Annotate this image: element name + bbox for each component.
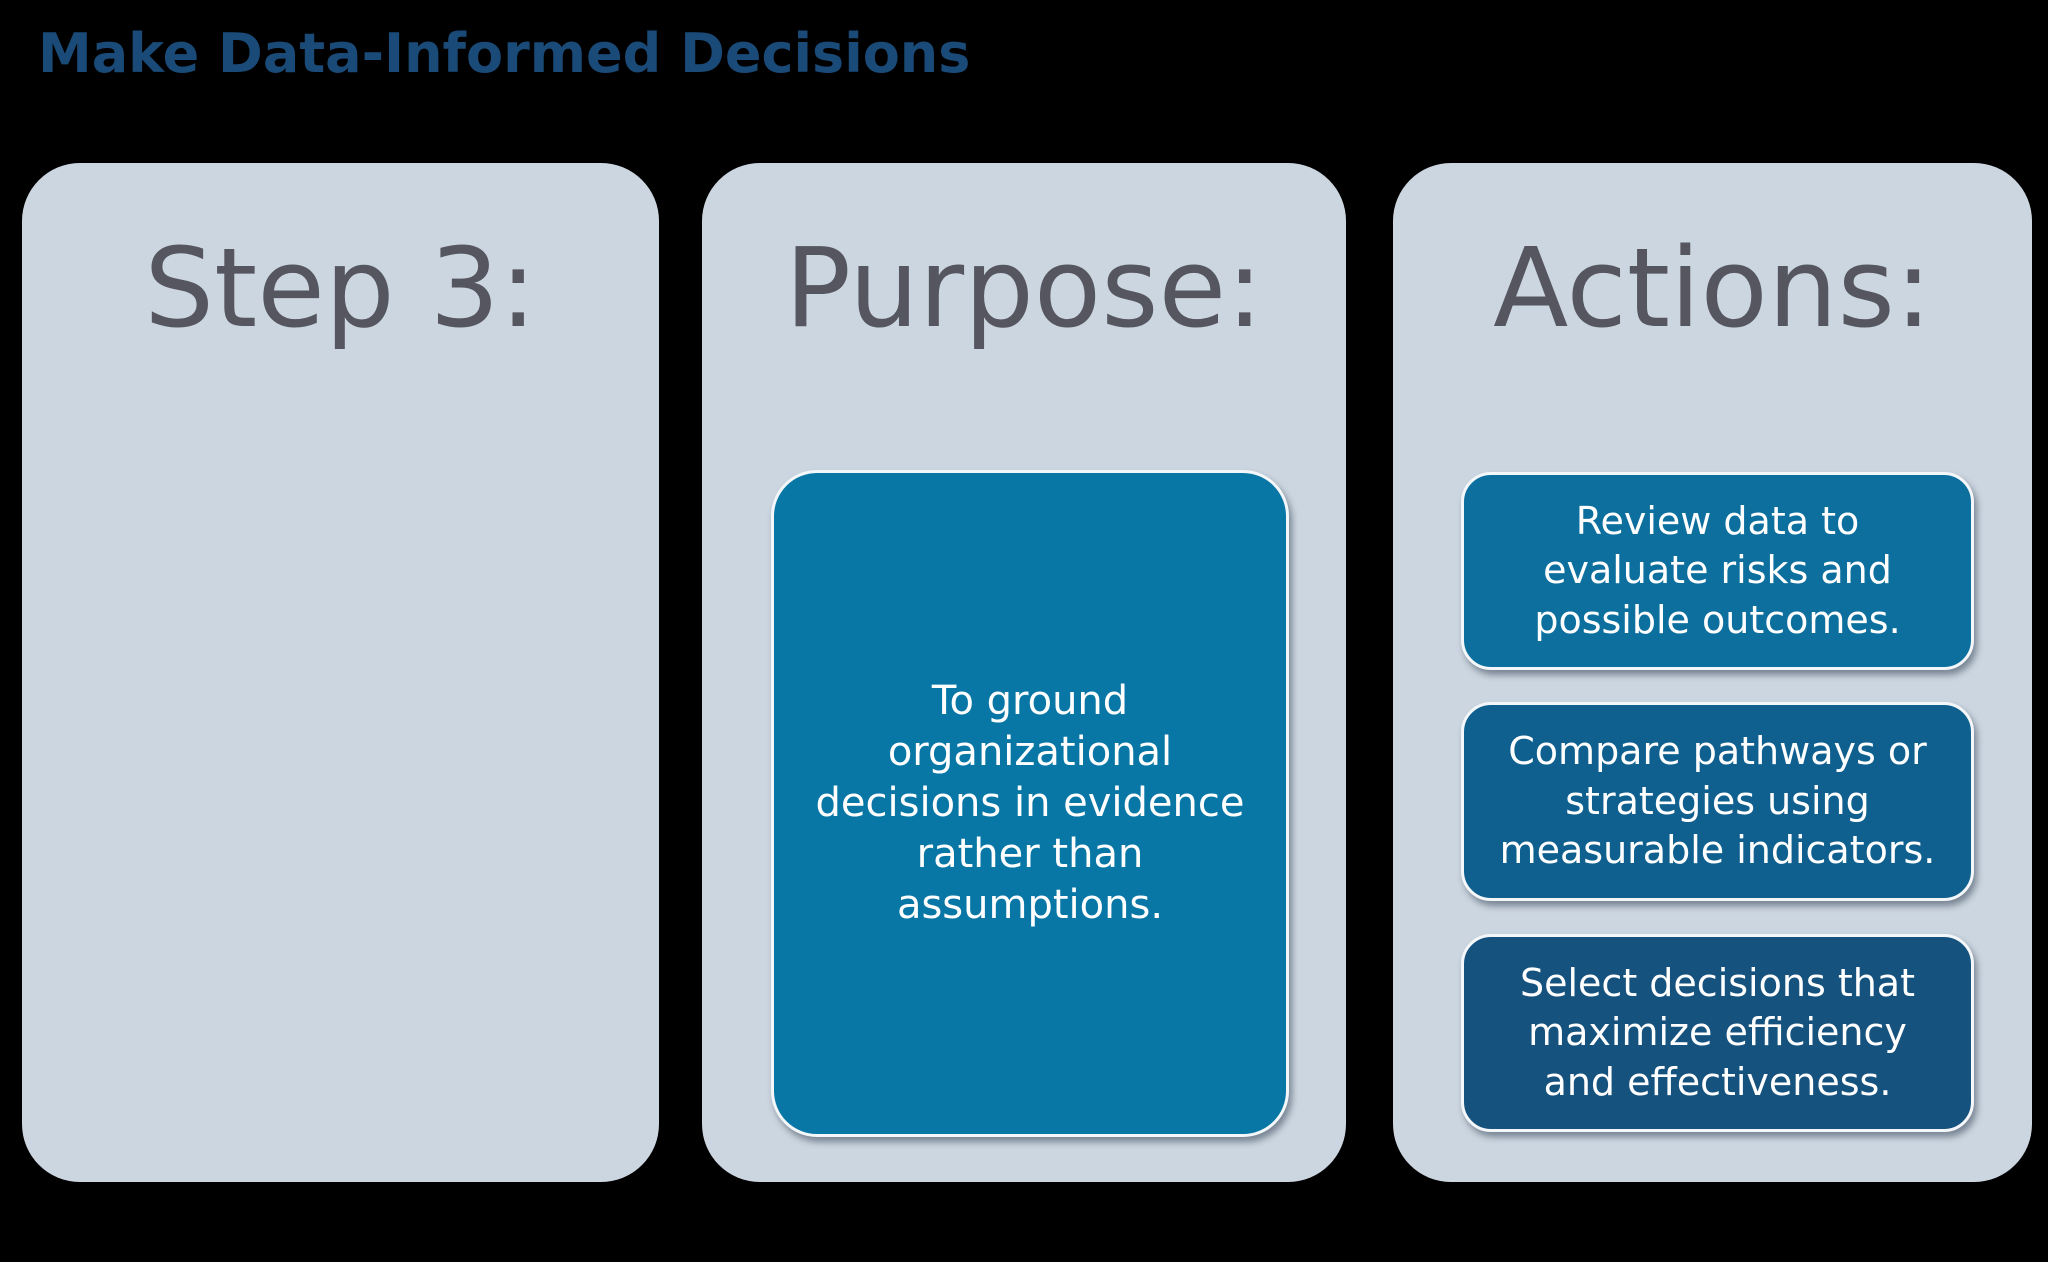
action-box-3: Select decisions that maximize efficienc… [1461,934,1974,1132]
actions-heading: Actions: [1493,224,1932,352]
action-box-2: Compare pathways or strategies using mea… [1461,702,1974,901]
page-title: Make Data-Informed Decisions [38,22,971,85]
action-box-1-text: Review data to evaluate risks and possib… [1534,498,1901,642]
purpose-heading: Purpose: [784,224,1264,352]
action-box-2-text: Compare pathways or strategies using mea… [1499,729,1936,873]
step-heading: Step 3: [144,224,537,352]
purpose-box-text: To ground organizational decisions in ev… [815,677,1245,929]
card-actions: Actions: Review data to evaluate risks a… [1393,163,2032,1182]
action-box-1: Review data to evaluate risks and possib… [1461,472,1974,670]
action-box-3-text: Select decisions that maximize efficienc… [1520,960,1915,1104]
card-step: Step 3: [22,163,659,1182]
purpose-box: To ground organizational decisions in ev… [771,470,1289,1137]
card-purpose: Purpose: To ground organizational decisi… [702,163,1346,1182]
